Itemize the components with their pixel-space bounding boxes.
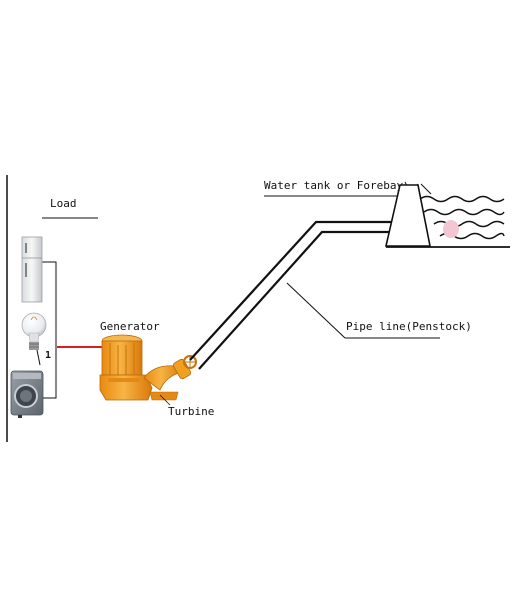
fridge-icon [21, 236, 43, 303]
light-bulb-icon [21, 312, 47, 350]
bulb-marker-label: 1 [45, 350, 51, 361]
load-label: Load [50, 197, 77, 210]
water-highlight [443, 220, 459, 238]
turbine-icon [143, 355, 197, 401]
water-tank-label: Water tank or Forebay [264, 179, 403, 192]
water-waves [419, 195, 505, 240]
generator-label: Generator [100, 320, 160, 333]
turbine-label: Turbine [168, 405, 214, 418]
turbine-leader-line [159, 394, 171, 406]
washing-machine-icon [10, 370, 44, 418]
penstock-pipe [189, 220, 392, 370]
pipe-line-label: Pipe line(Penstock) [346, 320, 472, 333]
generator-icon [99, 334, 153, 401]
water-tank-icon [384, 184, 431, 247]
pipe-leader-diagonal [286, 282, 346, 339]
